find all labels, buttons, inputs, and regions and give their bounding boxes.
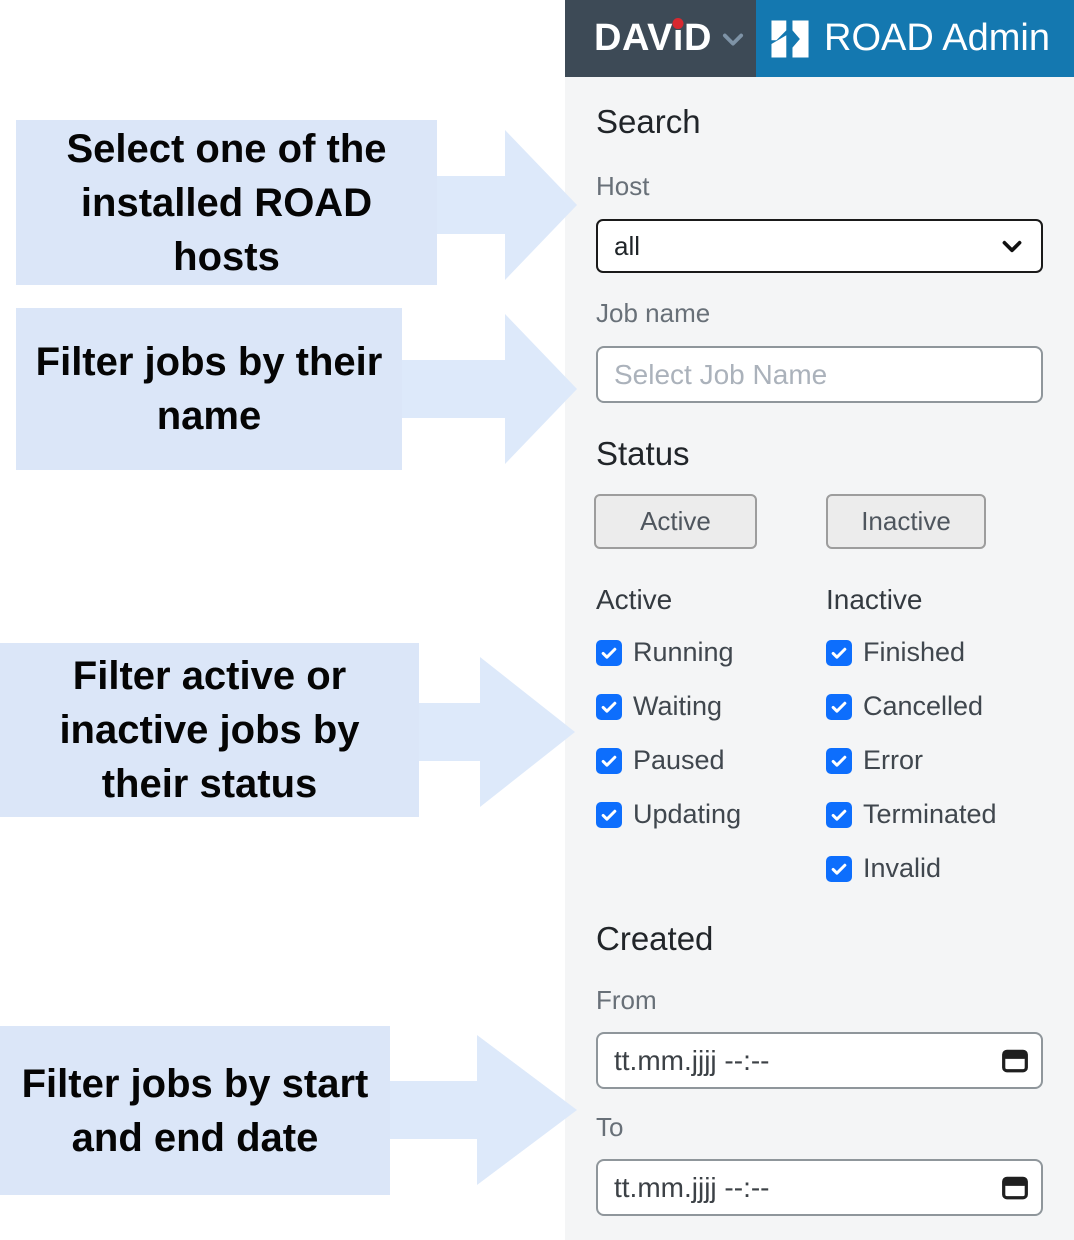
callout-select-host: Select one of the installed ROAD hosts [16,120,437,285]
chevron-down-icon[interactable] [719,25,747,53]
callout-text-line: hosts [173,234,280,279]
app-title-area: ROAD Admin [756,0,1074,77]
checkbox-label: Updating [633,799,742,829]
callout-text-line: installed ROAD [80,180,373,225]
checkbox-waiting[interactable] [596,693,622,720]
checkbox-updating[interactable] [596,801,622,828]
callout-text-line: and end date [71,1115,319,1160]
checkbox-label: Finished [863,637,966,667]
checkbox-row: Invalid [826,853,997,883]
callout-text-line: name [156,394,262,438]
callout-text-line: Select one of the [66,126,387,171]
checkbox-label: Running [633,637,734,667]
checkbox-label: Error [863,745,923,775]
checkbox-row: Error [826,745,997,775]
arrow-right-head [480,657,575,807]
host-select-value: all [614,230,641,261]
active-checkbox-group: Running Waiting Paused Updating [596,637,742,854]
search-section-title: Search [596,103,701,140]
checkbox-label: Terminated [863,799,997,829]
callout-filter-dates: Filter jobs by start and end date [0,1026,390,1195]
arrow-right-stem [402,360,505,418]
road-logo-icon [771,19,809,58]
checkbox-row: Paused [596,745,741,775]
arrow-right-stem [419,703,480,761]
checkbox-label: Paused [633,745,725,775]
checkbox-cancelled[interactable] [826,693,852,720]
inactive-group-label: Inactive [826,584,923,615]
active-filter-button[interactable]: Active [594,494,757,549]
host-label: Host [596,171,650,201]
checkbox-label: Invalid [863,853,942,883]
created-section-title: Created [596,920,714,957]
callout-filter-name: Filter jobs by their name [16,308,402,470]
checkbox-terminated[interactable] [826,801,852,828]
inactive-checkbox-group: Finished Cancelled Error Terminated Inva… [826,637,997,908]
callout-text-line: their status [101,762,318,806]
from-date-input[interactable] [596,1032,1043,1089]
arrow-right-head [505,130,577,280]
calendar-icon[interactable] [1001,1174,1029,1201]
job-name-input[interactable] [596,346,1043,403]
from-label: From [596,985,657,1015]
callout-text-line: Filter jobs by their [35,340,383,384]
checkbox-label: Cancelled [863,691,984,721]
checkbox-row: Waiting [596,691,741,721]
checkbox-error[interactable] [826,747,852,774]
to-date-input[interactable] [596,1159,1043,1216]
checkbox-paused[interactable] [596,747,622,774]
checkbox-row: Running [596,637,741,667]
to-label: To [596,1112,624,1142]
select-chevron-down-icon [999,233,1025,259]
checkbox-invalid[interactable] [826,855,852,882]
to-date-field [596,1159,1043,1216]
host-select[interactable]: all [596,219,1043,273]
callout-filter-status: Filter active or inactive jobs by their … [0,643,419,817]
checkbox-running[interactable] [596,639,622,666]
app-title: ROAD Admin [824,17,1050,59]
arrow-right-head [505,314,577,464]
arrow-right-stem [390,1081,477,1139]
checkbox-row: Terminated [826,799,997,829]
job-name-label: Job name [596,298,711,328]
checkbox-row: Updating [596,799,742,829]
calendar-icon[interactable] [1001,1047,1029,1074]
checkbox-label: Waiting [633,691,723,721]
inactive-filter-button[interactable]: Inactive [826,494,986,549]
arrow-right-stem [437,176,505,234]
from-date-field [596,1032,1043,1089]
brand-text: DAV [594,17,673,59]
checkbox-finished[interactable] [826,639,852,666]
callout-text-line: inactive jobs by [59,708,360,752]
brand-text-i: i [672,17,684,59]
arrow-right-head [477,1035,577,1185]
callout-text-line: Filter active or [72,654,347,698]
checkbox-row: Finished [826,637,997,667]
brand-text-end: D [683,17,712,59]
checkbox-row: Cancelled [826,691,997,721]
active-group-label: Active [596,584,673,615]
callout-text-line: Filter jobs by start [21,1061,369,1106]
status-section-title: Status [596,435,690,472]
